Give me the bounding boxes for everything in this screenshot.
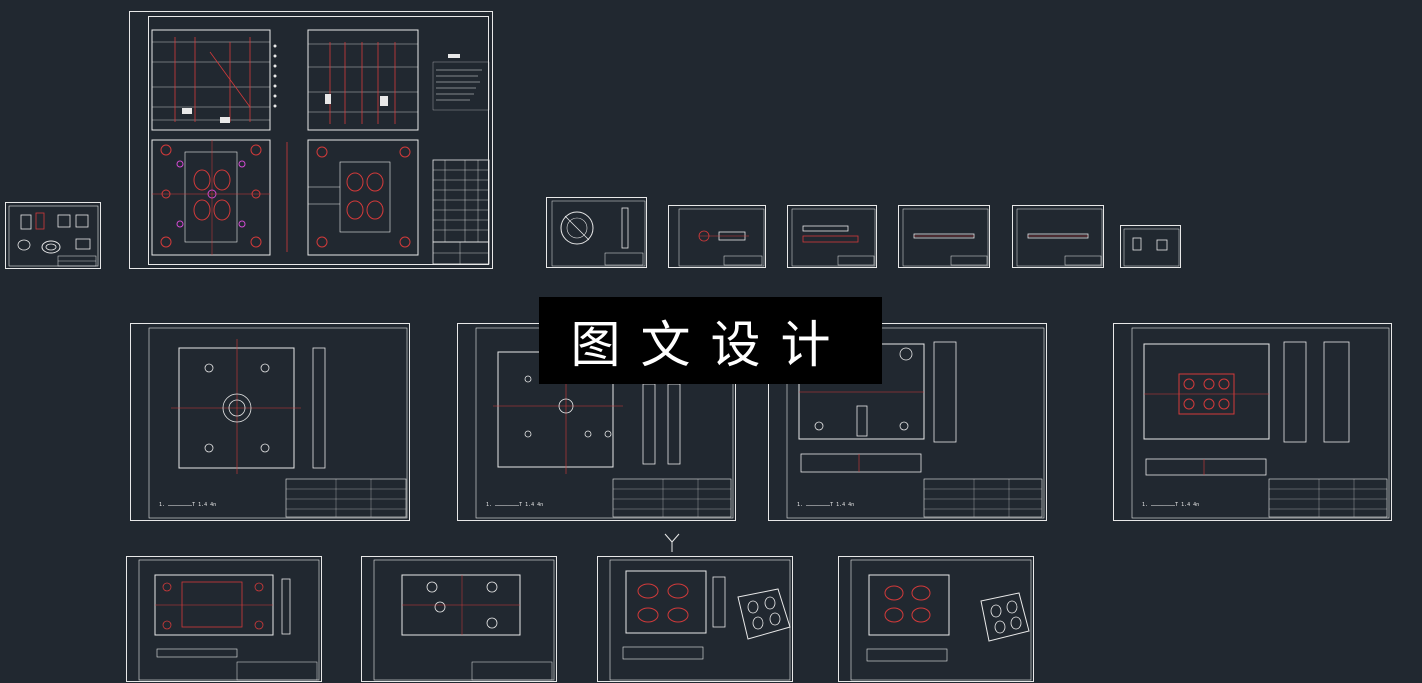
sheet-plate-drawing-1[interactable]: 1. ……………………T 1.4 4n	[130, 323, 410, 521]
technical-note: 1. ……………………T 1.4 4n	[797, 502, 855, 508]
technical-note: 1. ……………………T 1.4 4n	[486, 502, 544, 508]
assembly-graphics	[151, 29, 490, 265]
plate-drawing-4-graphics	[1131, 327, 1390, 519]
sheet-cavity-drawing-4[interactable]	[838, 556, 1034, 682]
cavity-drawing-4-graphics	[850, 559, 1032, 681]
technical-note: 1. ……………………T 1.4 4n	[1142, 502, 1200, 508]
small-part-1-graphics	[551, 200, 646, 267]
sheet-small-part-5[interactable]	[1012, 205, 1104, 268]
sheet-inner-border	[148, 16, 489, 265]
sheet-plate-drawing-4[interactable]: 1. ……………………T 1.4 4n	[1113, 323, 1392, 521]
technical-note: 1. ……………………T 1.4 4n	[159, 502, 217, 508]
sheet-cavity-drawing-2[interactable]	[361, 556, 557, 682]
small-part-3-graphics	[791, 208, 876, 267]
watermark-banner: 图文设计	[539, 297, 882, 384]
sheet-small-part-4[interactable]	[898, 205, 990, 268]
sheet-cavity-drawing-1[interactable]	[126, 556, 322, 682]
sheet-small-part-6[interactable]	[1120, 225, 1181, 268]
sheet-cavity-drawing-3[interactable]	[597, 556, 793, 682]
cavity-drawing-1-graphics	[138, 559, 320, 681]
small-part-5-graphics	[1016, 208, 1103, 267]
crosshair-cursor-icon	[664, 533, 680, 552]
cavity-drawing-3-graphics	[609, 559, 791, 681]
sheet-assembly-drawing[interactable]	[129, 11, 493, 269]
part-overview-graphics	[8, 205, 99, 267]
sheet-small-part-1[interactable]	[546, 197, 647, 268]
sheet-part-overview[interactable]	[5, 202, 101, 269]
small-part-2-graphics	[678, 208, 765, 267]
plate-drawing-1-graphics	[148, 327, 408, 519]
cavity-drawing-2-graphics	[373, 559, 555, 681]
small-part-6-graphics	[1123, 228, 1180, 267]
small-part-4-graphics	[902, 208, 989, 267]
sheet-small-part-3[interactable]	[787, 205, 877, 268]
sheet-small-part-2[interactable]	[668, 205, 766, 268]
